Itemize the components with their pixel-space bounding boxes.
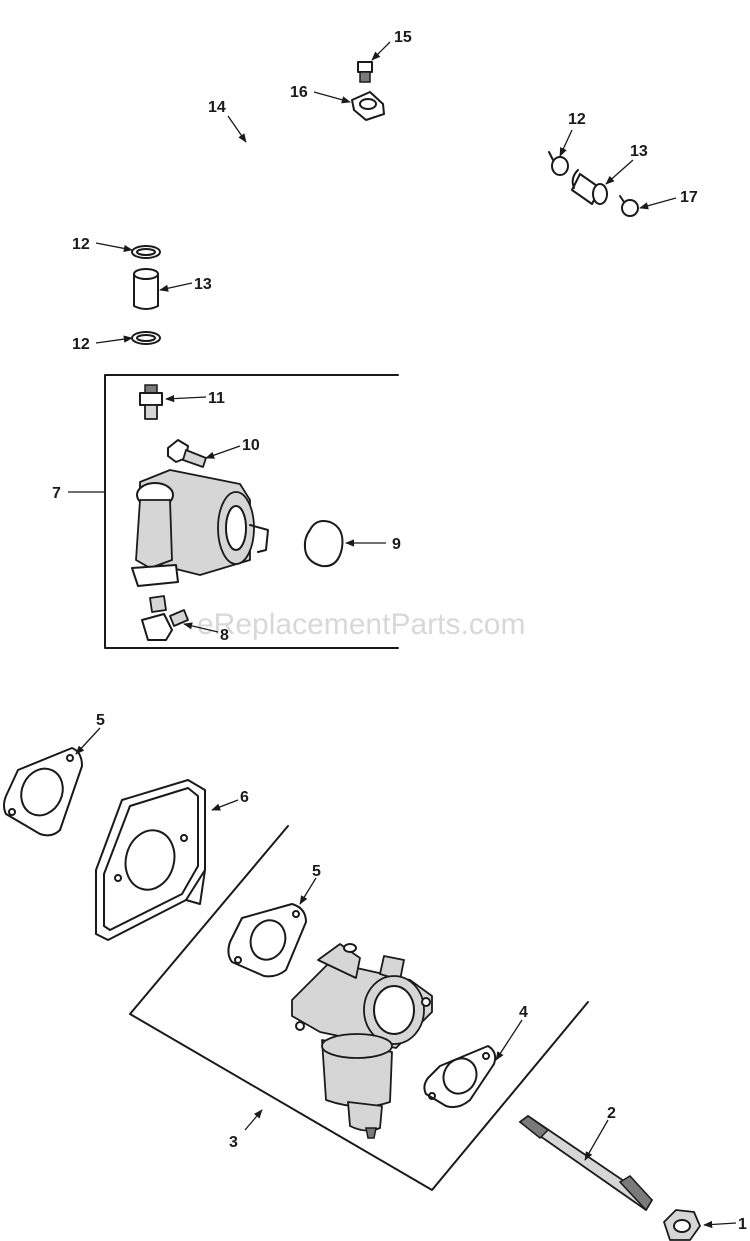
callout-12-right: 12 <box>568 111 586 128</box>
heat-shield-6 <box>95 779 206 941</box>
callout-14: 14 <box>208 99 226 116</box>
gasket-9 <box>303 520 344 568</box>
callout-5-inner: 5 <box>312 863 321 880</box>
carburetor <box>291 943 433 1139</box>
callout-13-right: 13 <box>630 143 648 160</box>
callout-9: 9 <box>392 536 401 553</box>
nut-1 <box>663 1209 701 1241</box>
screw-10 <box>167 439 207 468</box>
callout-3: 3 <box>229 1134 238 1151</box>
callout-5-outer: 5 <box>96 712 105 729</box>
callout-10: 10 <box>242 437 260 454</box>
hose-13-left <box>133 268 159 310</box>
stud-2 <box>518 1115 653 1212</box>
callout-11: 11 <box>208 390 225 407</box>
hose-clamp-upper-left <box>131 245 161 259</box>
fitting-11 <box>139 384 163 420</box>
callout-2: 2 <box>607 1105 616 1122</box>
callout-12-lower-left: 12 <box>72 336 90 353</box>
callout-12-upper-left: 12 <box>72 236 90 253</box>
leader-lines <box>68 41 737 1229</box>
callout-7: 7 <box>52 485 61 502</box>
callout-16: 16 <box>290 84 308 101</box>
callout-13-left: 13 <box>194 276 212 293</box>
line-clip-16 <box>351 91 385 121</box>
fuel-pump-kit-box <box>104 374 399 649</box>
callout-17: 17 <box>680 189 698 206</box>
callout-6: 6 <box>240 789 249 806</box>
gasket-4 <box>423 1045 497 1109</box>
gasket-5-outer <box>3 747 83 837</box>
callout-15: 15 <box>394 29 412 46</box>
hose-13-upper <box>571 169 608 205</box>
hose-clamp-upper-right <box>548 151 569 176</box>
watermark: eReplacementParts.com <box>197 608 525 641</box>
carburetor-kit-box <box>129 825 589 1191</box>
hose-clamp-lower-left <box>131 331 161 345</box>
gasket-5-inner <box>227 903 307 978</box>
callout-4: 4 <box>519 1004 528 1021</box>
callout-8: 8 <box>220 627 229 644</box>
hose-clamp-17 <box>619 195 639 217</box>
screw-15 <box>357 61 373 83</box>
fuel-line <box>129 5 518 225</box>
elbow-fitting-8 <box>141 595 189 641</box>
fuel-pump <box>131 469 269 587</box>
callout-1: 1 <box>738 1216 747 1233</box>
